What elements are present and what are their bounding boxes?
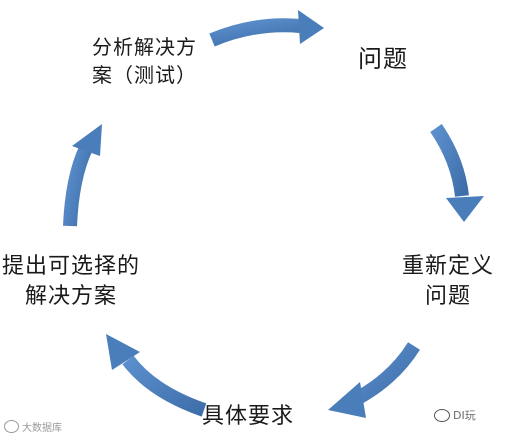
node-requirements-line-1: 具体要求 — [202, 404, 295, 429]
arrow-problem-to-redefine — [430, 124, 484, 222]
arrow-redefine-to-requirements — [328, 342, 420, 418]
node-analyze-solutions: 分析解决方 案（测试） — [92, 33, 197, 89]
arrow-analyze-to-problem — [209, 10, 324, 47]
node-redefine-line-1: 重新定义 — [402, 254, 495, 279]
node-propose-line-2: 解决方案 — [25, 284, 118, 309]
watermark-left: 大数据库 — [4, 419, 62, 434]
node-propose-line-1: 提出可选择的 — [2, 254, 141, 279]
arrow-propose-to-analyze — [63, 124, 102, 227]
node-analyze-line-1: 分析解决方 — [92, 35, 197, 59]
watermark-right-text: DI玩 — [453, 409, 476, 422]
node-propose-alternatives: 提出可选择的 解决方案 — [2, 252, 140, 312]
node-problem-line-1: 问题 — [358, 45, 408, 73]
watermark-left-text: 大数据库 — [22, 423, 62, 434]
node-analyze-line-2: 案（测试） — [92, 63, 197, 87]
node-redefine-problem: 重新定义 问题 — [402, 252, 494, 312]
wechat-icon — [434, 408, 450, 422]
weibo-icon — [4, 420, 19, 433]
node-problem: 问题 — [358, 44, 408, 74]
watermark-right: DI玩 — [434, 407, 476, 423]
arrow-requirements-to-propose — [106, 334, 207, 417]
node-specific-requirements: 具体要求 — [202, 402, 294, 432]
node-redefine-line-2: 问题 — [425, 284, 472, 309]
